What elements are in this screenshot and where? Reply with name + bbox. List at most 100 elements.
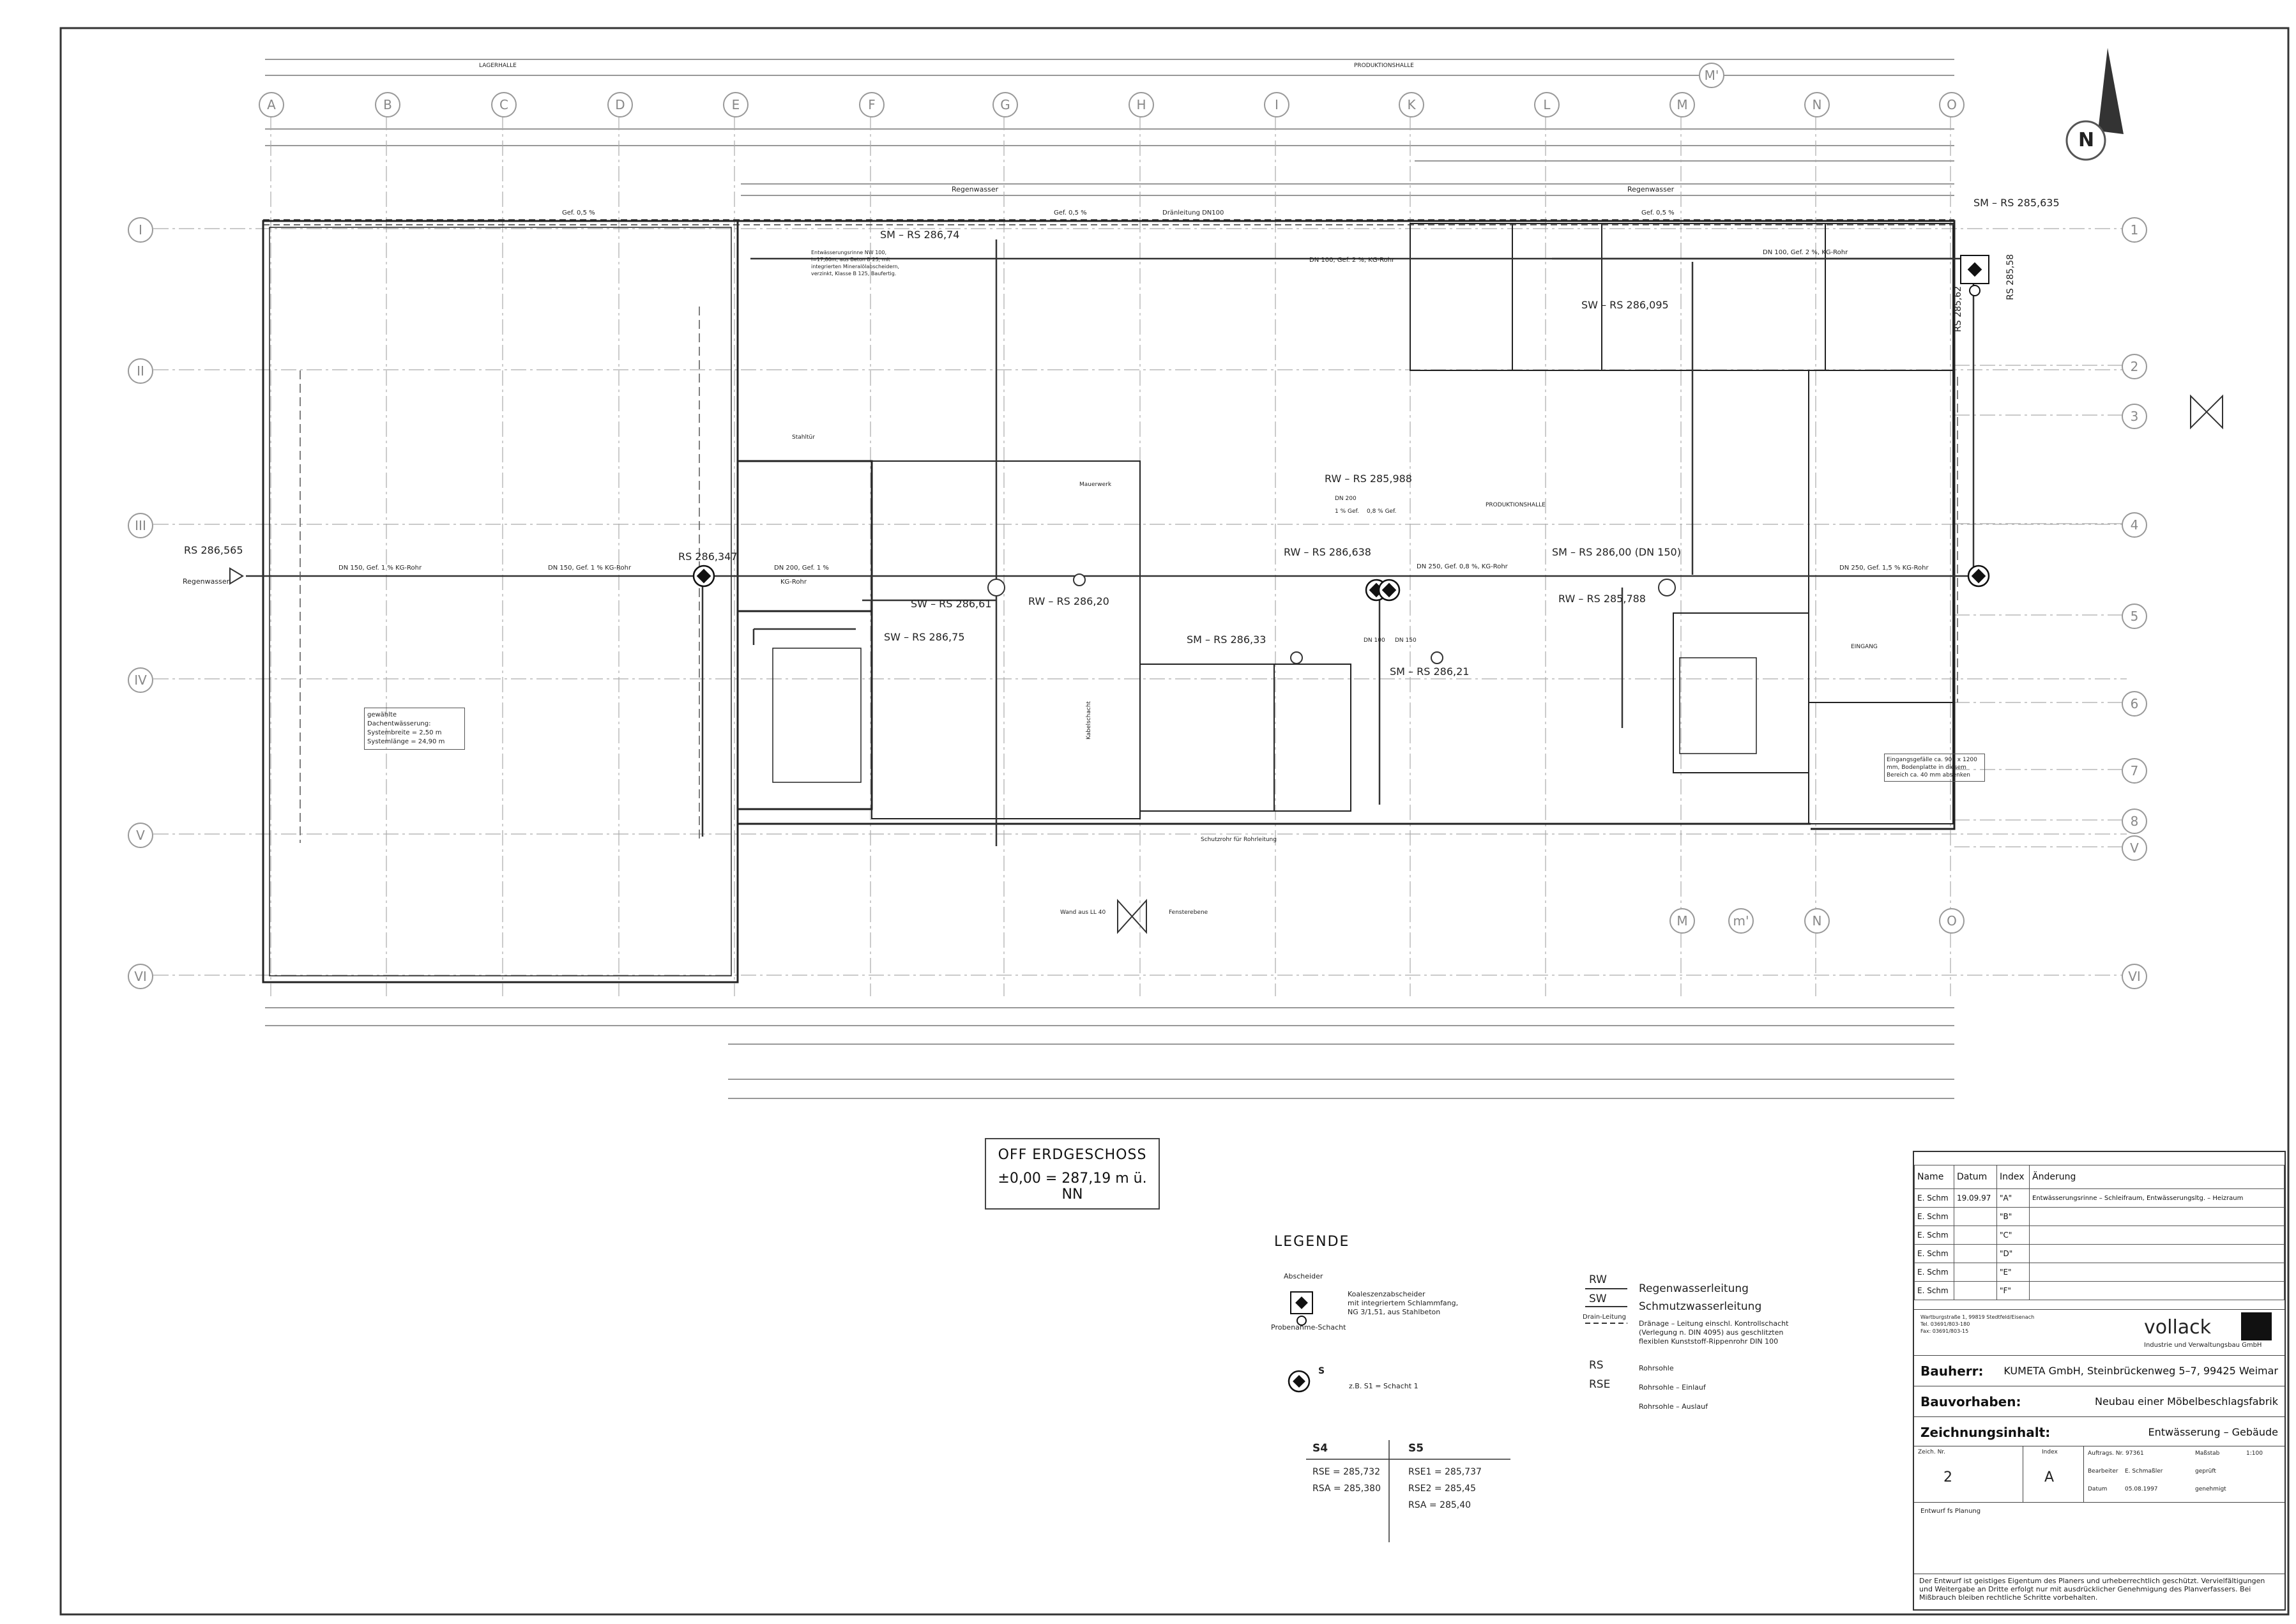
axis-bubble-col: I xyxy=(1264,92,1289,118)
rev-cell xyxy=(1953,1226,1997,1245)
drawing-info-row: Zeich. Nr. 2 Index A Auftrags. Nr. 97361… xyxy=(1914,1446,2285,1503)
legend-sw-text: Schmutzwasserleitung xyxy=(1639,1300,1762,1313)
label-produktionshalle-top: PRODUKTIONSHALLE xyxy=(1354,63,1414,69)
axis-bubble-col: C xyxy=(491,92,517,118)
label-sw-286-61: SW – RS 286,61 xyxy=(911,598,992,610)
axis-bubble-row: II xyxy=(128,358,153,384)
legend-s5-line: RSE2 = 285,45 xyxy=(1408,1484,1476,1494)
label-dn200-gef: DN 200 xyxy=(1335,496,1357,502)
bauherr-row: Bauherr: KUMETA GmbH, Steinbrückenweg 5–… xyxy=(1914,1355,2285,1386)
rev-cell xyxy=(1953,1207,1997,1226)
dimension-lines-bottom xyxy=(265,1007,1954,1099)
rev-cell xyxy=(2029,1244,2285,1263)
manholes xyxy=(692,255,1990,664)
label-stahltuer: Stahltür xyxy=(792,434,815,441)
rev-cell xyxy=(2029,1281,2285,1300)
bauvorhaben-value: Neubau einer Möbelbeschlagsfabrik xyxy=(2094,1395,2278,1408)
label-sw-286-095: SW – RS 286,095 xyxy=(1581,299,1669,311)
massstab-label: Maßstab xyxy=(2195,1450,2220,1457)
rev-cell xyxy=(2029,1226,2285,1245)
table-row: E. Schm "F" xyxy=(1914,1281,2285,1300)
label-rw-286-638: RW – RS 286,638 xyxy=(1284,546,1371,558)
label-gef-05-a: Gef. 0,5 % xyxy=(562,209,595,216)
rev-header: Änderung xyxy=(2029,1165,2285,1189)
bauvorhaben-label: Bauvorhaben: xyxy=(1920,1394,2021,1409)
label-regenwasser: Regenwasser xyxy=(183,577,230,586)
legend-drain-code: Drain-Leitung xyxy=(1583,1314,1626,1321)
axis-bubble-row: 7 xyxy=(2122,758,2147,784)
sheet-border xyxy=(59,27,2290,1616)
legend-rsa-text: Rohrsohle – Auslauf xyxy=(1639,1402,1708,1411)
table-row: E. Schm"C" xyxy=(1914,1226,2285,1245)
axis-bubble-row: 3 xyxy=(2122,404,2147,429)
company-logo-text: vollack xyxy=(2144,1316,2212,1339)
label-produktionshalle: PRODUKTIONSHALLE xyxy=(1486,502,1546,508)
inhalt-value: Entwässerung – Gebäude xyxy=(2148,1426,2278,1438)
axis-bubble-row: 6 xyxy=(2122,691,2147,717)
grid-axes-vertical xyxy=(270,115,1951,996)
label-dn100-top: DN 100, Gef. 2 %, KG-Rohr xyxy=(1309,257,1395,264)
rev-cell: E. Schm xyxy=(1914,1281,1954,1300)
index-value: A xyxy=(2044,1469,2055,1485)
label-kabelschacht: Kabelschacht xyxy=(1086,701,1092,740)
legend-s5-head: S5 xyxy=(1408,1442,1424,1455)
axis-bubble-col: L xyxy=(1534,92,1560,118)
label-dn200: DN 200, Gef. 1 % xyxy=(774,565,829,572)
label-rs-285-62: RS 285,62 xyxy=(1953,285,1963,332)
inhalt-row: Zeichnungsinhalt: Entwässerung – Gebäude xyxy=(1914,1416,2285,1446)
dimension-lines-top xyxy=(265,59,1954,196)
index-label: Index xyxy=(2042,1449,2058,1455)
bauherr-value: KUMETA GmbH, Steinbrückenweg 5–7, 99425 … xyxy=(2003,1365,2278,1377)
valve-symbols xyxy=(229,394,2223,934)
axis-bubble-col: H xyxy=(1129,92,1154,118)
drainage-pipes xyxy=(246,239,1980,846)
label-sm-286-21: SM – RS 286,21 xyxy=(1390,665,1470,678)
axis-bubble-col: M xyxy=(1669,908,1695,934)
legend-s5-line: RSA = 285,40 xyxy=(1408,1500,1471,1510)
rev-cell: "C" xyxy=(1996,1226,2030,1245)
label-gef-08: 0,8 % Gef. xyxy=(1367,508,1397,515)
label-regenwasser-top-2: Regenwasser xyxy=(1627,185,1675,194)
bearbeiter-value: E. Schmaßler xyxy=(2125,1468,2163,1475)
table-row: E. Schm"E" xyxy=(1914,1263,2285,1282)
legend-s-symbol: S xyxy=(1318,1366,1325,1376)
north-arrow xyxy=(2065,48,2124,161)
company-subtitle: Industrie und Verwaltungsbau GmbH xyxy=(2144,1342,2262,1349)
label-rw-286-20: RW – RS 286,20 xyxy=(1028,595,1109,607)
legend-s4-line: RSA = 285,380 xyxy=(1312,1484,1381,1494)
bauherr-label: Bauherr: xyxy=(1920,1363,1984,1379)
rev-cell: "F" xyxy=(1996,1281,2030,1300)
label-gef-05-b: Gef. 0,5 % xyxy=(1054,209,1087,216)
disclaimer-row: Der Entwurf ist geistiges Eigentum des P… xyxy=(1914,1574,2285,1609)
label-sm-286-00: SM – RS 286,00 (DN 150) xyxy=(1552,546,1681,558)
company-section: Wartburgstraße 1, 99819 Stedtfeld/Eisena… xyxy=(1914,1309,2285,1355)
label-eingang: EINGANG xyxy=(1851,644,1878,650)
label-rw-285-788: RW – RS 285,788 xyxy=(1558,593,1646,605)
rev-cell: E. Schm xyxy=(1914,1244,1954,1263)
label-dn250: DN 250, Gef. 0,8 %, KG-Rohr xyxy=(1417,563,1508,570)
massstab-value: 1:100 xyxy=(2246,1450,2263,1457)
axis-bubble-row: VI xyxy=(128,964,153,989)
label-sm-286-74: SM – RS 286,74 xyxy=(880,229,960,241)
axis-bubble-row: VI xyxy=(2122,964,2147,989)
label-fenster: Fensterebene xyxy=(1169,909,1208,916)
axis-bubble-col: G xyxy=(992,92,1018,118)
axis-bubble-col: M xyxy=(1669,92,1695,118)
legend-abscheider: Abscheider xyxy=(1284,1272,1323,1280)
rev-cell: E. Schm xyxy=(1914,1207,1954,1226)
level-title: OFF ERDGESCHOSS xyxy=(998,1147,1147,1163)
rev-cell: "D" xyxy=(1996,1244,2030,1263)
index-cell: Index A xyxy=(2023,1446,2084,1503)
company-logo-icon xyxy=(2241,1312,2272,1340)
note-entwaesserungsrinne: Entwässerungsrinne NW 100, l=17,80m, aus… xyxy=(811,250,899,277)
axis-bubble-row: I xyxy=(128,217,153,243)
label-schutzrohr: Schutzrohr für Rohrleitung xyxy=(1201,837,1277,843)
axis-bubble-row: 4 xyxy=(2122,512,2147,538)
legend-rse-code: RSE xyxy=(1589,1378,1611,1391)
axis-bubble-col: E xyxy=(723,92,749,118)
label-dn150-kg-2: DN 150, Gef. 1 % KG-Rohr xyxy=(548,565,632,572)
legend-s4-head: S4 xyxy=(1312,1442,1328,1455)
legend-rw-text: Regenwasserleitung xyxy=(1639,1282,1749,1295)
